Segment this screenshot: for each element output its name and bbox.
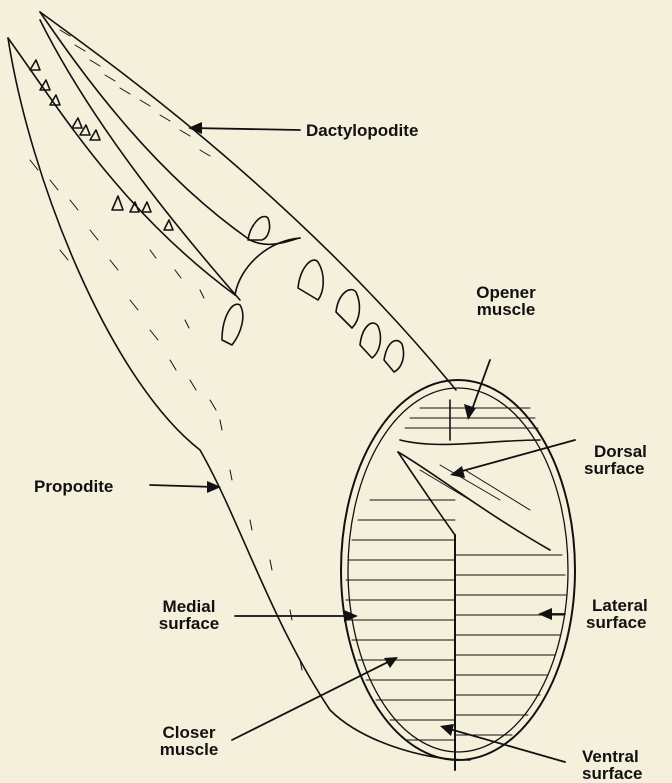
tooth (360, 323, 380, 358)
arrow-ventral (446, 728, 565, 762)
small-tooth (164, 220, 173, 230)
opener-muscle-boundary (400, 440, 540, 444)
arrow-closer (232, 660, 392, 740)
medial-surface-label: Medial surface (144, 598, 234, 632)
tooth (336, 290, 359, 328)
apodeme-upper (398, 452, 550, 550)
propodite-outline (8, 38, 470, 760)
small-tooth (130, 202, 139, 212)
closer-muscle-label: Closer muscle (144, 724, 234, 758)
propodite-inner-edge (8, 38, 235, 295)
arrow-propodite (150, 485, 215, 487)
small-tooth (72, 118, 82, 128)
hinge (235, 238, 300, 295)
small-tooth (142, 202, 151, 212)
small-tooth (90, 130, 100, 140)
dorsal-surface-label: Dorsal surface (584, 443, 647, 477)
leader-lines (150, 128, 575, 762)
dactylopodite-label: Dactylopodite (306, 122, 418, 139)
dactylopodite-outline (40, 12, 456, 390)
ventral-surface-label: Ventral surface (582, 748, 642, 782)
dactylopodite-lower-edge (40, 20, 240, 300)
arrowheads (188, 122, 552, 736)
tooth (248, 217, 270, 240)
lateral-surface-label: Lateral surface (586, 597, 648, 631)
tooth (384, 341, 404, 372)
tooth (222, 304, 243, 345)
tooth (298, 260, 323, 300)
apodeme-left (398, 452, 455, 535)
arrow-opener (470, 360, 490, 415)
propodite-label: Propodite (34, 478, 113, 495)
small-tooth (30, 60, 40, 70)
opener-muscle-label: Opener muscle (466, 284, 546, 318)
arrow-dactylopodite (192, 128, 300, 130)
cross-section-inner (348, 388, 568, 752)
small-tooth (112, 196, 123, 210)
cross-section-outer (341, 380, 575, 760)
